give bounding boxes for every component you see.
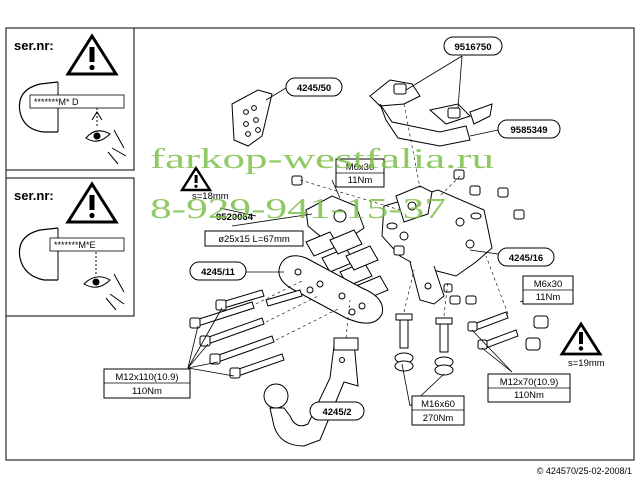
callout-m16x60 bbox=[411, 395, 465, 426]
serial-code-top: *******M* D bbox=[34, 97, 79, 107]
label-4245-11: 4245/11 bbox=[201, 267, 236, 278]
label-m16x60-torque: 270Nm bbox=[423, 413, 454, 424]
eye-icon bbox=[85, 108, 127, 165]
label-9585349: 9585349 bbox=[511, 125, 548, 136]
callout-m12x110 bbox=[103, 368, 191, 399]
callout-sleeve bbox=[204, 230, 304, 247]
label-9516750: 9516750 bbox=[455, 42, 492, 53]
label-m12x110-torque: 110Nm bbox=[132, 386, 162, 397]
label-m16x60-size: M16x60 bbox=[421, 399, 455, 410]
callout-4245-16 bbox=[497, 247, 555, 267]
label-m6-top-size: M6x30 bbox=[346, 162, 375, 173]
main-bracket bbox=[381, 185, 493, 305]
label-4245-50: 4245/50 bbox=[297, 83, 331, 94]
serial-panel-bottom bbox=[5, 177, 135, 317]
label-4245-2: 4245/2 bbox=[322, 407, 351, 418]
warning-triangle-icon bbox=[65, 33, 119, 76]
callout-4245-50 bbox=[285, 77, 343, 97]
callout-9585349 bbox=[497, 119, 561, 139]
assembly-lines bbox=[255, 103, 509, 341]
label-sleeve: ø25x15 L=67mm bbox=[218, 234, 290, 245]
bolts-m12x70 bbox=[467, 311, 549, 351]
callout-9516750 bbox=[443, 36, 503, 56]
label-m6-top-torque: 11Nm bbox=[348, 175, 373, 186]
watermark-phone: 8-929-941-15-37 bbox=[150, 193, 446, 225]
serial-code-bottom: *******M*E bbox=[54, 240, 96, 250]
serial-label-bottom: ser.nr: bbox=[14, 188, 54, 203]
document-footer: © 424570/25-02-2008/1 bbox=[537, 466, 632, 476]
label-m6-right-torque: 11Nm bbox=[536, 292, 561, 303]
serial-panel-top bbox=[5, 27, 135, 171]
bolts-m16x60 bbox=[394, 313, 454, 376]
nuts-washers bbox=[291, 169, 525, 305]
label-s19: s=19mm bbox=[568, 358, 605, 369]
callout-4245-11 bbox=[189, 261, 247, 281]
label-m12x70-torque: 110Nm bbox=[514, 390, 544, 401]
bolts-m12x110 bbox=[189, 289, 303, 379]
warning-triangle-icon bbox=[179, 165, 213, 192]
label-m12x110-size: M12x110(10.9) bbox=[115, 372, 178, 383]
bracket-9516750 bbox=[369, 79, 493, 147]
label-m6-right-size: M6x30 bbox=[534, 279, 563, 290]
label-s18: s=18mm bbox=[192, 191, 229, 202]
oval-plate-4245-11 bbox=[278, 255, 384, 324]
watermark-site: farkop-westfalia.ru bbox=[150, 143, 494, 175]
label-m12x70-size: M12x70(10.9) bbox=[500, 377, 559, 388]
socket-plate-4245-50 bbox=[231, 89, 273, 147]
label-9520064: 9520064 bbox=[216, 212, 254, 223]
callout-4245-2 bbox=[309, 401, 365, 421]
serial-label-top: ser.nr: bbox=[14, 38, 54, 53]
label-4245-16: 4245/16 bbox=[509, 253, 543, 264]
warning-triangle-icon bbox=[65, 181, 119, 224]
tow-ball-4245-2 bbox=[263, 337, 359, 447]
eye-icon bbox=[83, 252, 125, 311]
warning-triangle-icon bbox=[559, 321, 603, 356]
